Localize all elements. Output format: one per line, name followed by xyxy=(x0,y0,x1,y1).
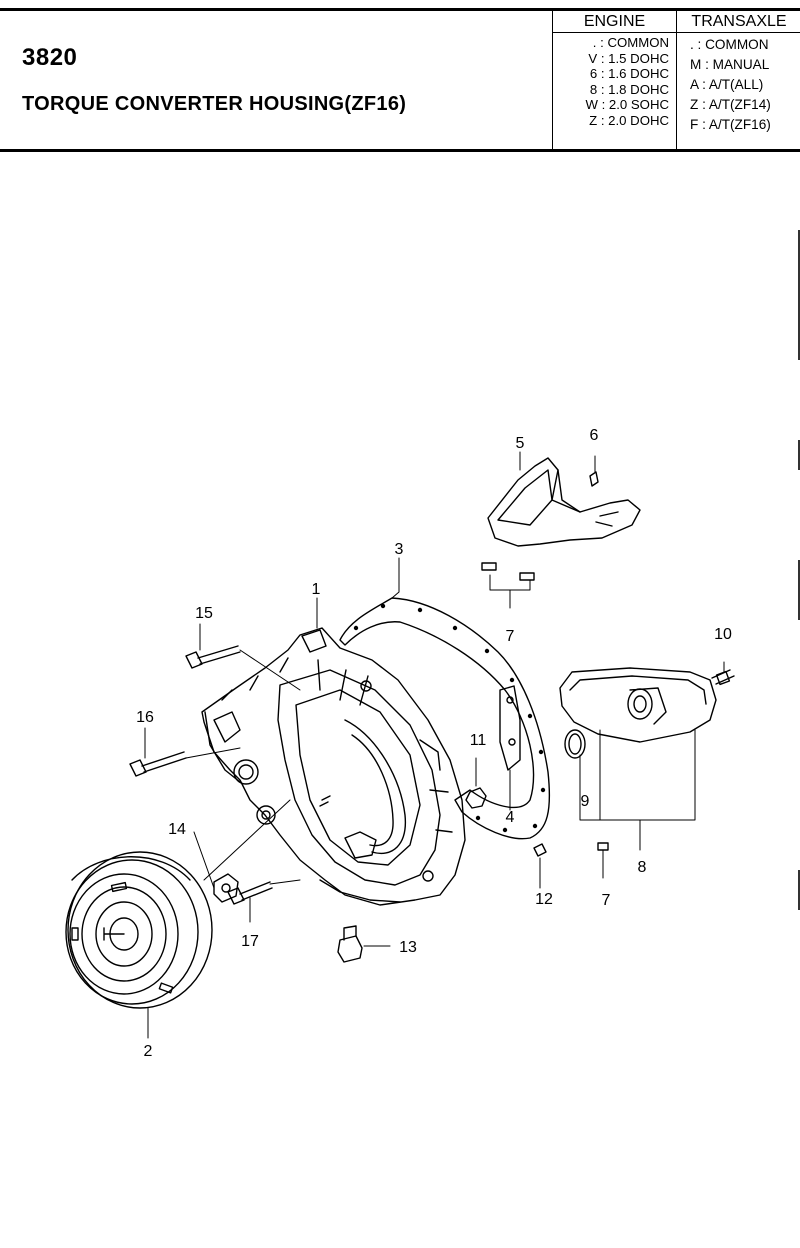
callout-10: 10 xyxy=(714,626,732,643)
callout-7: 7 xyxy=(506,628,515,645)
callout-5: 5 xyxy=(516,435,525,452)
callout-3: 3 xyxy=(395,541,404,558)
scan-edge-mark xyxy=(798,440,800,470)
header-top-rule xyxy=(0,8,800,11)
engine-item: . : COMMON xyxy=(592,35,669,50)
transaxle-item: M : MANUAL xyxy=(690,57,770,72)
callout-11: 11 xyxy=(470,732,487,749)
callout-17: 17 xyxy=(241,933,259,950)
callout-15: 15 xyxy=(195,605,213,622)
engine-item: V : 1.5 DOHC xyxy=(588,50,669,66)
callout-13: 13 xyxy=(399,939,417,956)
engine-item: 8 : 1.8 DOHC xyxy=(589,81,669,97)
engine-item: W : 2.0 SOHC xyxy=(585,97,669,112)
transaxle-heading: TRANSAXLE xyxy=(677,11,800,33)
engine-legend: ENGINE . : COMMON V : 1.5 DOHC 6 : 1.6 D… xyxy=(552,11,676,149)
callout-2: 2 xyxy=(144,1043,153,1060)
torque-converter xyxy=(65,851,213,1009)
callout-12: 12 xyxy=(535,891,553,908)
small-fasteners xyxy=(129,471,735,963)
header-bottom-rule xyxy=(0,149,800,152)
scan-edge-mark xyxy=(798,560,800,620)
page-title: TORQUE CONVERTER HOUSING(ZF16) xyxy=(22,93,407,115)
transaxle-legend: TRANSAXLE . : COMMON M : MANUAL A : A/T(… xyxy=(676,11,800,149)
scan-edge-mark xyxy=(798,870,800,910)
upper-cover xyxy=(487,457,641,547)
header: 3820 TORQUE CONVERTER HOUSING(ZF16) ENGI… xyxy=(0,0,800,152)
callout-1: 1 xyxy=(312,581,321,598)
transaxle-item: Z : A/T(ZF14) xyxy=(690,97,771,112)
callout-7: 7 xyxy=(602,892,611,909)
leader-lines xyxy=(144,451,725,1039)
scan-edge-mark xyxy=(798,230,800,360)
engine-item: Z : 2.0 DOHC xyxy=(589,112,669,128)
transaxle-item: A : A/T(ALL) xyxy=(690,77,764,92)
transaxle-item: F : A/T(ZF16) xyxy=(690,117,771,132)
callout-6: 6 xyxy=(590,427,599,444)
exploded-parts-diagram: 1 2 3 4 5 6 7 7 8 9 10 11 12 13 14 15 16… xyxy=(65,427,735,1060)
engine-heading: ENGINE xyxy=(553,11,676,33)
callout-4: 4 xyxy=(506,809,515,826)
callout-8: 8 xyxy=(638,859,647,876)
callout-numbers: 1 2 3 4 5 6 7 7 8 9 10 11 12 13 14 15 16… xyxy=(136,427,732,1060)
callout-9: 9 xyxy=(581,793,590,810)
engine-item: 6 : 1.6 DOHC xyxy=(589,66,669,81)
housing-gasket xyxy=(339,597,551,840)
converter-housing xyxy=(201,627,466,906)
o-ring xyxy=(564,729,586,759)
oil-strainer-assembly xyxy=(559,667,717,743)
callout-16: 16 xyxy=(136,709,154,726)
part-group-code: 3820 xyxy=(22,44,78,71)
callout-14: 14 xyxy=(168,821,186,838)
transaxle-item: . : COMMON xyxy=(690,37,769,52)
